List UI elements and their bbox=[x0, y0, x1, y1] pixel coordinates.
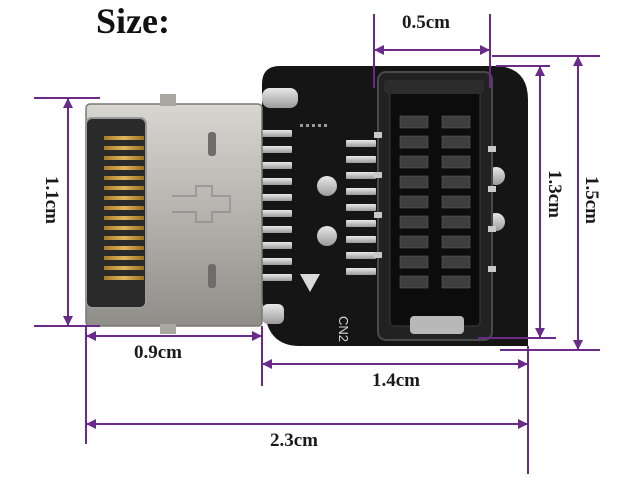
dim-line-board-width bbox=[262, 346, 529, 474]
header-side-legs bbox=[374, 132, 496, 272]
dim-line-top-width bbox=[373, 14, 491, 88]
label-total-width: 2.3cm bbox=[270, 430, 319, 451]
usb-c-gold-pins bbox=[104, 136, 144, 280]
dim-line-total-width bbox=[85, 336, 528, 444]
pcb-label: CN2 bbox=[336, 316, 351, 342]
header-latch-bottom bbox=[410, 316, 464, 334]
dim-line-connector-width bbox=[85, 326, 263, 386]
bottom-tab-pad bbox=[262, 304, 284, 324]
solder-pads bbox=[262, 130, 376, 281]
dim-line-right-outer-height bbox=[492, 55, 600, 351]
label-top-width: 0.5cm bbox=[402, 12, 451, 33]
figure-title: Size: bbox=[96, 1, 170, 41]
label-board-width: 1.4cm bbox=[372, 370, 421, 391]
pcb-silkscreen bbox=[300, 124, 327, 127]
usb-c-port bbox=[85, 117, 147, 309]
dim-line-left-height bbox=[34, 97, 100, 327]
via-2 bbox=[317, 226, 337, 246]
header-pins bbox=[399, 115, 471, 289]
header-latch-top bbox=[384, 80, 484, 94]
label-left-height: 1.1cm bbox=[41, 176, 62, 225]
dim-line-right-inner-height bbox=[478, 65, 556, 339]
pin1-marker bbox=[300, 274, 320, 292]
label-right-outer-height: 1.5cm bbox=[581, 176, 602, 225]
label-right-inner-height: 1.3cm bbox=[544, 170, 565, 219]
label-connector-width: 0.9cm bbox=[134, 342, 183, 363]
top-tab-pad bbox=[262, 88, 298, 108]
via-1 bbox=[317, 176, 337, 196]
